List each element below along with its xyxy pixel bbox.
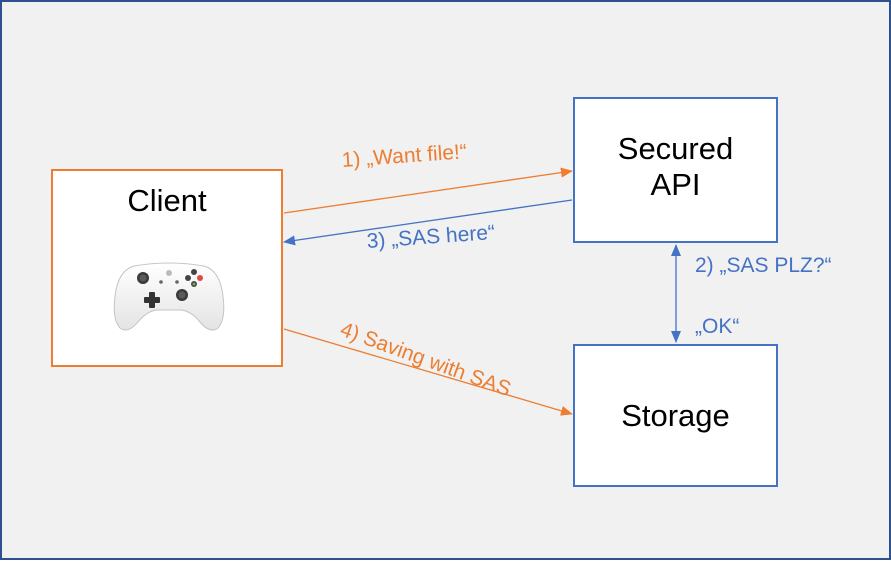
client-title: Client bbox=[127, 183, 207, 218]
secured-api-title: Secured API bbox=[617, 131, 734, 202]
storage-title: Storage bbox=[621, 398, 730, 433]
arrow-sas-here bbox=[283, 199, 573, 246]
secured-api-node: Secured API bbox=[573, 97, 778, 243]
arrow-want-file bbox=[283, 167, 573, 214]
game-controller-icon bbox=[113, 262, 225, 331]
client-node: Client bbox=[51, 169, 283, 367]
edge-label-sas-plz: 2) „SAS PLZ?“ bbox=[695, 254, 832, 277]
storage-node: Storage bbox=[573, 344, 778, 487]
edge-label-ok: „OK“ bbox=[695, 315, 740, 338]
arrow-saving bbox=[283, 328, 573, 416]
